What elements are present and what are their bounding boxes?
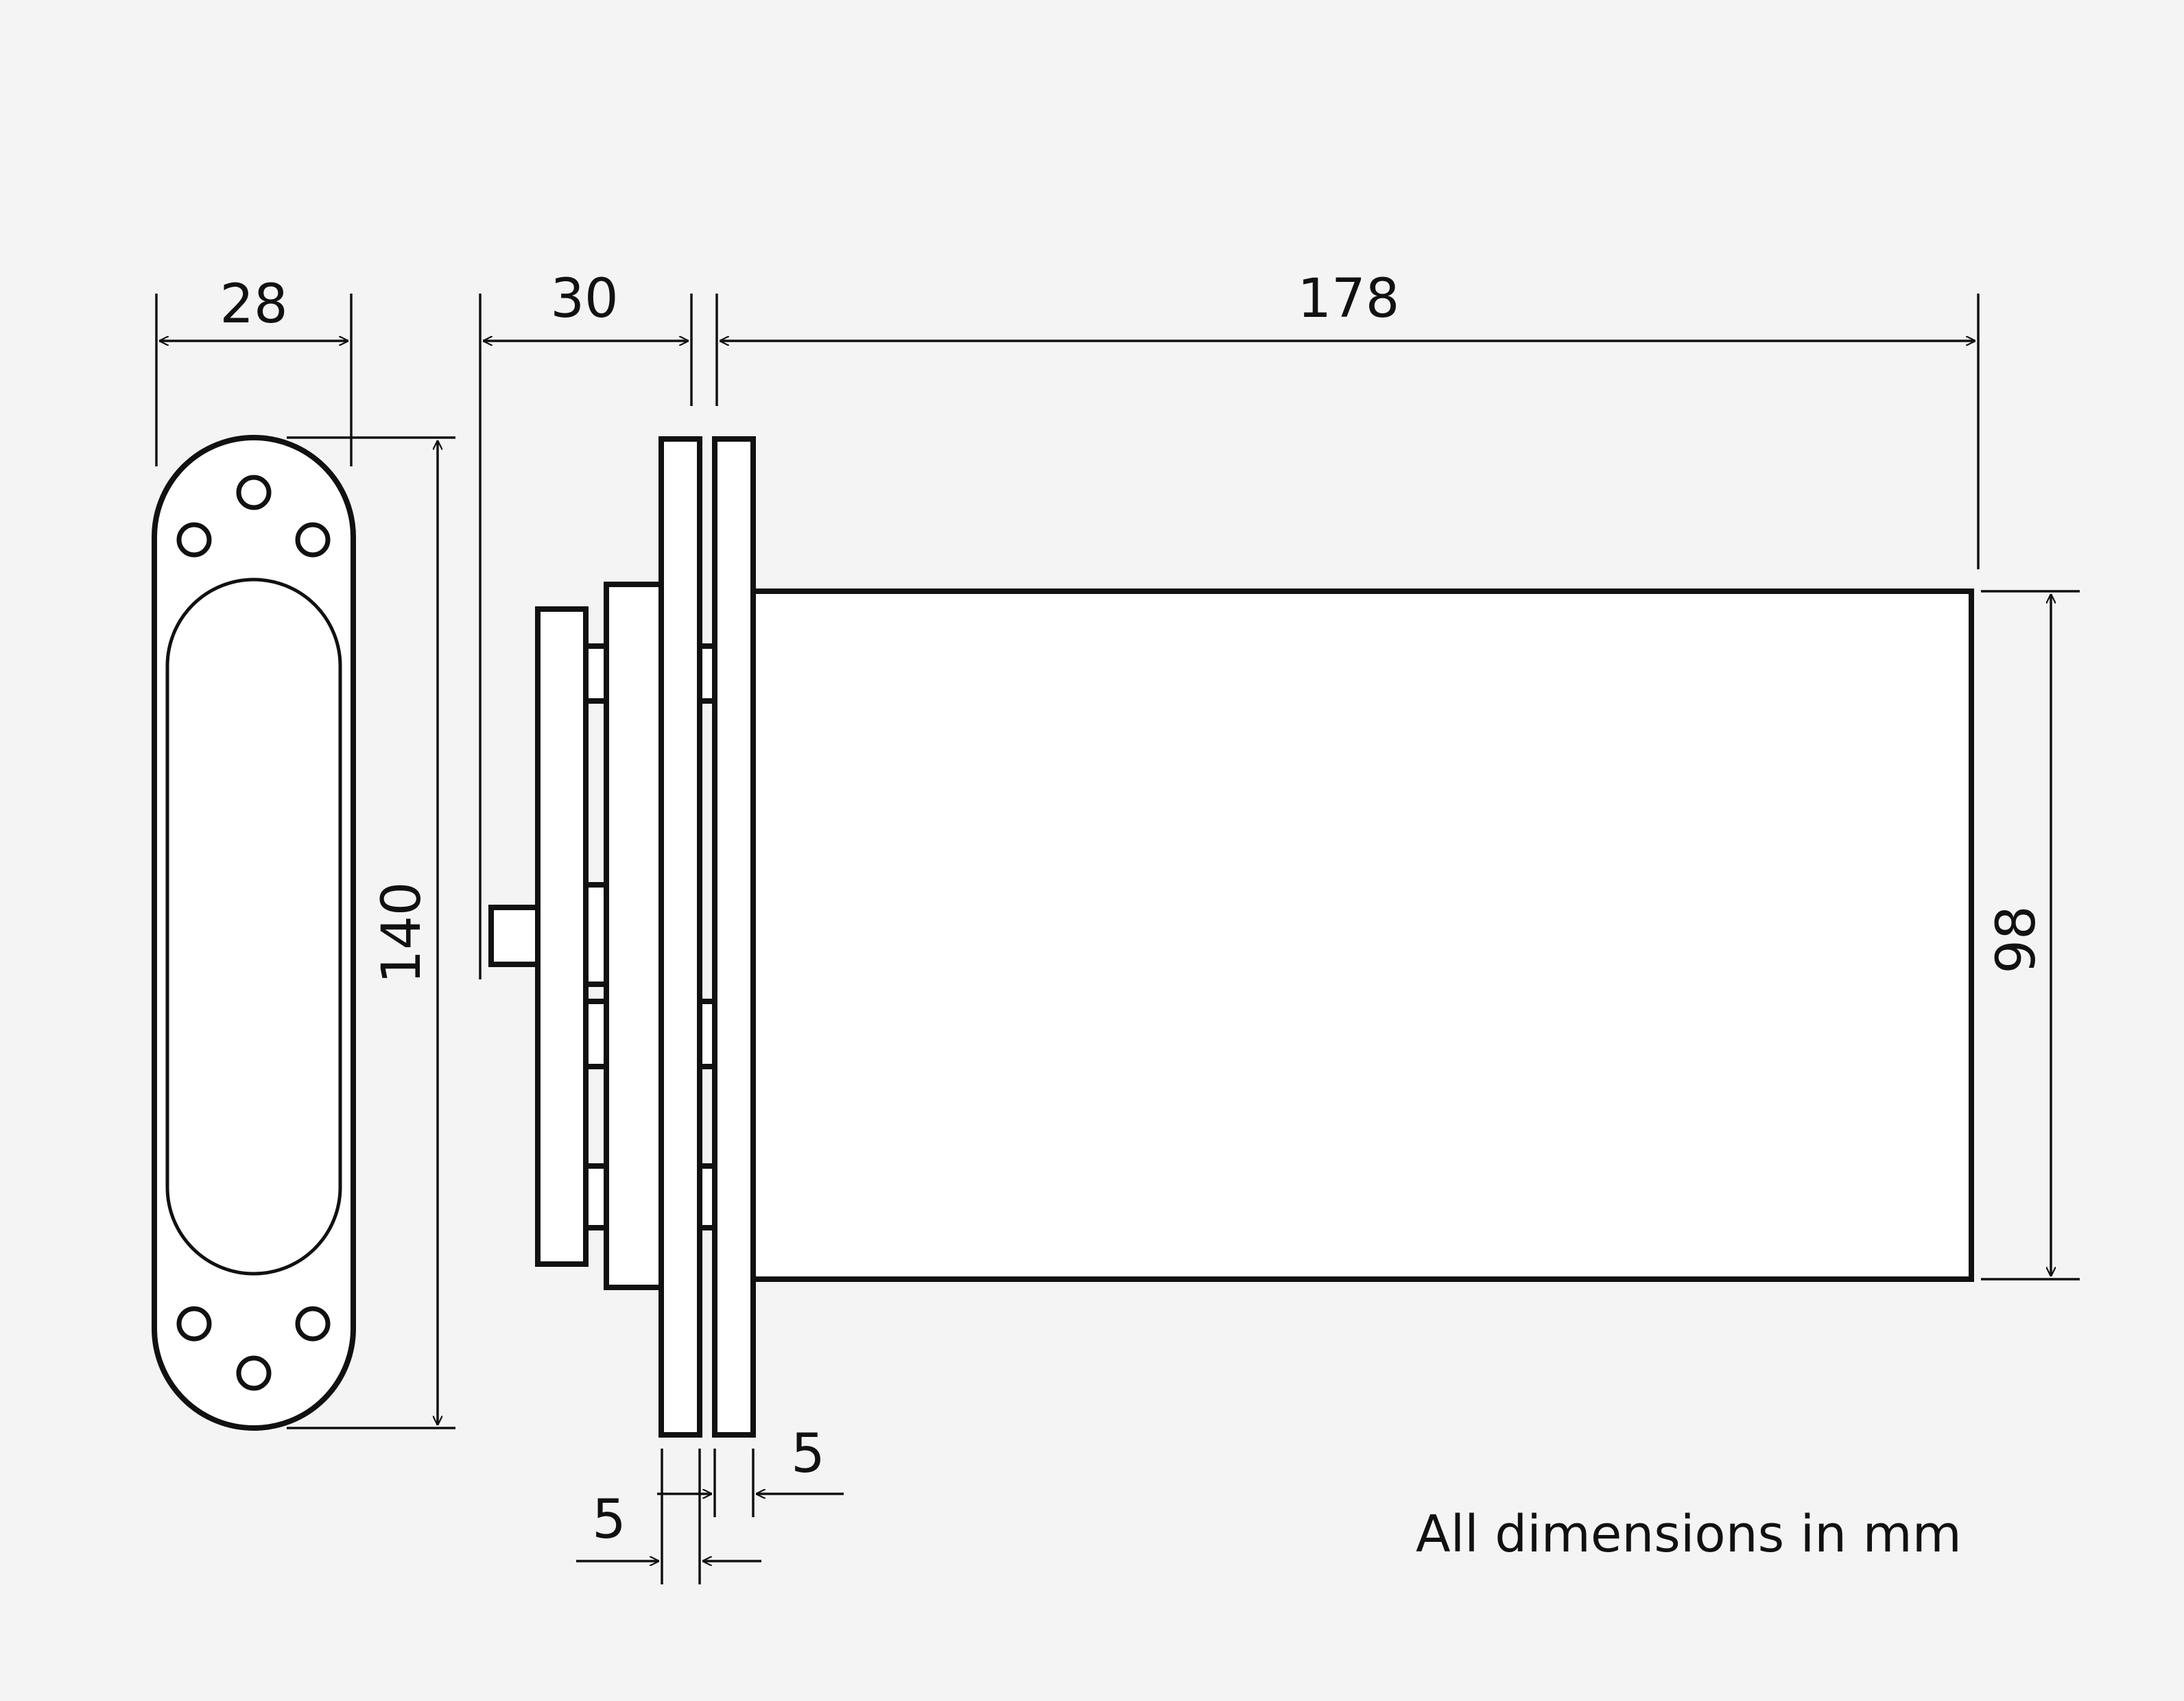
hinge-leaf-right <box>712 436 756 1438</box>
leaf-thickness-left-label: 5 <box>592 1489 626 1551</box>
screw-hole <box>236 475 272 510</box>
hinge-pin <box>488 905 541 967</box>
screw-hole <box>295 1306 331 1342</box>
face-plate-recess <box>165 578 342 1276</box>
dimension-plate-height: 140 <box>287 436 455 1429</box>
screw-holes-top <box>176 475 331 558</box>
mount-depth-label: 30 <box>550 268 618 330</box>
body-height-label: 98 <box>1986 905 2048 973</box>
face-plate-front-view <box>152 435 356 1431</box>
hinge-leaf-left <box>658 436 702 1438</box>
plate-height-label: 140 <box>371 882 433 984</box>
dimension-mount-depth: 30 <box>479 268 693 979</box>
screw-hole <box>295 522 331 558</box>
body-length-label: 178 <box>1298 268 1400 330</box>
knuckle-strips-left <box>583 643 609 1230</box>
dimension-leaf-thickness-left: 5 <box>576 1449 761 1584</box>
knuckle-strips-middle <box>697 643 717 1230</box>
hinge-main-body <box>750 588 1974 1282</box>
hinge-side-view <box>488 436 1974 1438</box>
dimension-leaf-thickness-right: 5 <box>657 1423 844 1517</box>
screw-holes-bottom <box>176 1306 331 1391</box>
dimension-body-length: 178 <box>715 268 1980 569</box>
face-plate-outline <box>152 435 356 1431</box>
dimension-body-height: 98 <box>1981 590 2080 1281</box>
screw-hole <box>176 1306 212 1342</box>
plate-width-label: 28 <box>219 274 287 335</box>
hinge-inner-block <box>604 582 664 1290</box>
leaf-thickness-right-label: 5 <box>791 1423 825 1485</box>
screw-hole <box>236 1355 272 1391</box>
hinge-outer-block <box>535 606 589 1267</box>
screw-hole <box>176 522 212 558</box>
units-note: All dimensions in mm <box>1416 1505 1962 1564</box>
